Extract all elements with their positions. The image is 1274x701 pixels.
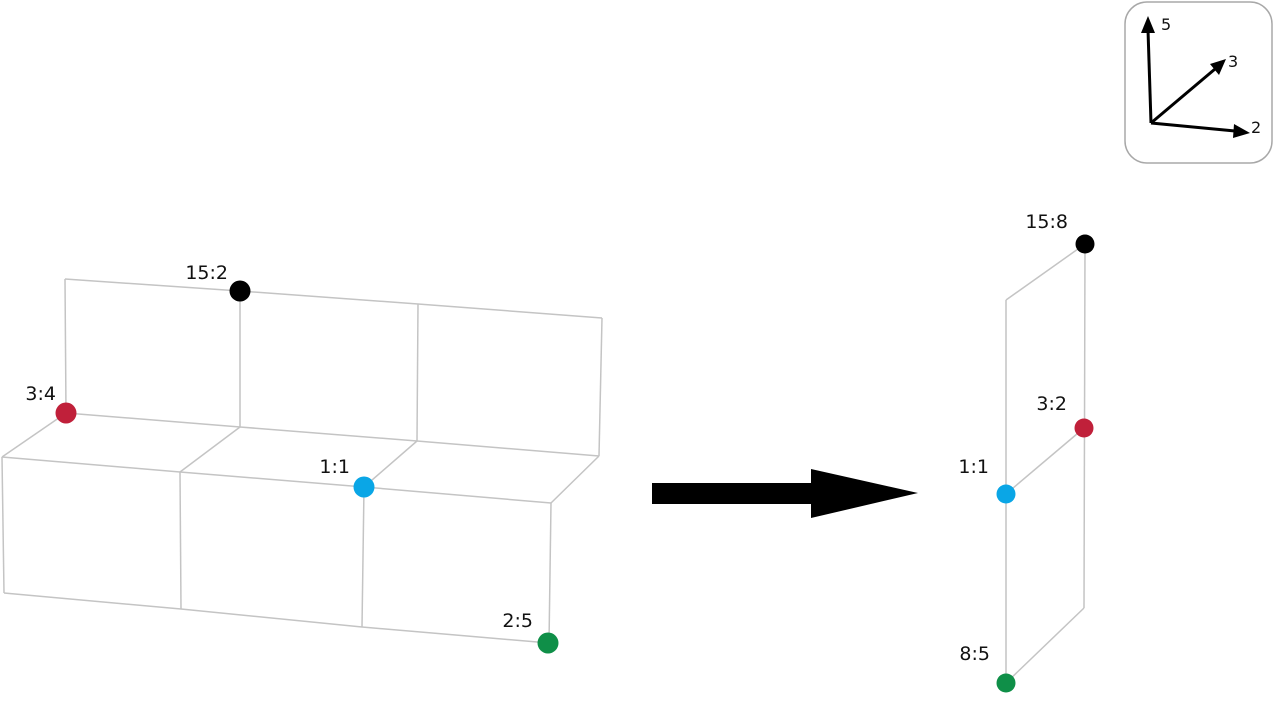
left-point-black-label: 15:2 [185, 262, 228, 284]
left-grid-back-vertical [416, 303, 419, 442]
left-grid-back-vertical [598, 317, 603, 457]
left-grid-front-vertical [1, 456, 5, 594]
left-point-red-dot [55, 402, 77, 424]
left-grid-top-diagonal [550, 455, 600, 504]
left-point-green-dot [537, 632, 559, 654]
right-point-green: 8:5 [959, 643, 1016, 693]
right-arrow-icon [652, 469, 918, 518]
axis-horizontal-label: 2 [1251, 118, 1261, 137]
left-grid-front-bottom-edge [3, 592, 550, 644]
right-grid-middle-diagonal [1005, 427, 1085, 495]
right-point-green-label: 8:5 [959, 643, 990, 665]
right-grid-points: 15:8 3:2 1:1 8:5 [958, 211, 1095, 693]
left-grid-back-top-edge [64, 278, 603, 319]
right-point-black-label: 15:8 [1025, 211, 1068, 233]
left-point-green: 2:5 [502, 610, 559, 654]
right-point-blue: 1:1 [958, 456, 1016, 504]
left-grid [1, 278, 603, 644]
axis-diagonal-line [1150, 67, 1216, 125]
axis-vertical-label: 5 [1161, 15, 1171, 34]
right-point-red-dot [1074, 418, 1094, 438]
left-point-green-label: 2:5 [502, 610, 533, 632]
axis-diagonal-label: 3 [1228, 52, 1238, 71]
left-grid-back-bottom-edge [65, 412, 600, 457]
left-point-red: 3:4 [25, 383, 77, 424]
right-grid-bottom-diagonal [1005, 607, 1085, 684]
left-grid-back-vertical [64, 278, 67, 414]
axis-horizontal-line [1150, 121, 1236, 133]
right-point-blue-dot [996, 484, 1016, 504]
left-point-blue: 1:1 [319, 456, 375, 498]
right-point-red: 3:2 [1036, 393, 1094, 438]
axis-horizontal-arrowhead-icon [1233, 124, 1250, 138]
left-grid-top-diagonal [1, 412, 67, 458]
left-point-red-label: 3:4 [25, 383, 56, 405]
left-grid-front-vertical [361, 486, 365, 628]
axis-diagonal-arrowhead-icon [1210, 59, 1226, 75]
right-point-blue-label: 1:1 [958, 456, 989, 478]
right-arrow-shaft [652, 483, 814, 504]
left-point-blue-label: 1:1 [319, 456, 350, 478]
right-arrow-head [811, 469, 918, 518]
axis-vertical-line [1146, 29, 1153, 124]
right-point-black-dot [1075, 234, 1095, 254]
left-grid-front-vertical [548, 502, 552, 644]
left-grid-front-vertical [179, 471, 182, 610]
left-point-black: 15:2 [185, 262, 251, 302]
left-point-blue-dot [353, 476, 375, 498]
axes-legend: 5 3 2 [1124, 1, 1273, 164]
right-point-black: 15:8 [1025, 211, 1095, 254]
right-grid [1005, 243, 1086, 684]
right-point-red-label: 3:2 [1036, 393, 1067, 415]
right-grid-top-diagonal [1005, 243, 1086, 301]
axis-vertical-arrowhead-icon [1141, 16, 1155, 33]
left-grid-points: 15:2 3:4 1:1 2:5 [25, 262, 559, 654]
left-grid-top-diagonal [363, 440, 418, 488]
left-grid-front-top-edge [1, 456, 552, 504]
right-point-green-dot [996, 673, 1016, 693]
left-grid-top-diagonal [179, 426, 241, 473]
left-point-black-dot [229, 280, 251, 302]
